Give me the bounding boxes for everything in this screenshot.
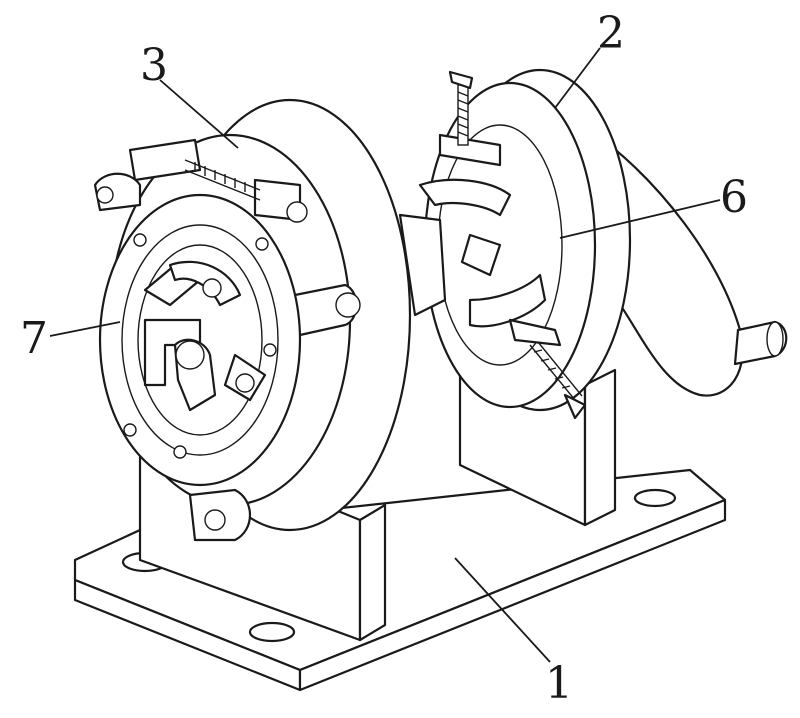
leader-line-7 <box>49 321 121 337</box>
base-hole <box>633 488 677 508</box>
leader-lines <box>49 47 721 663</box>
leader-line-2 <box>554 47 601 109</box>
label-base: 1 <box>545 658 573 709</box>
label-left-chuck: 7 <box>20 313 48 364</box>
label-right-disc: 2 <box>597 8 625 59</box>
base-hole <box>248 621 296 643</box>
leader-line-6 <box>559 199 721 239</box>
right-assembly <box>378 68 788 420</box>
leader-line-1 <box>454 557 551 663</box>
label-right-clamp: 6 <box>720 172 748 223</box>
label-left-disc: 3 <box>140 40 168 91</box>
leader-line-3 <box>159 79 239 149</box>
left-assembly <box>93 98 412 542</box>
